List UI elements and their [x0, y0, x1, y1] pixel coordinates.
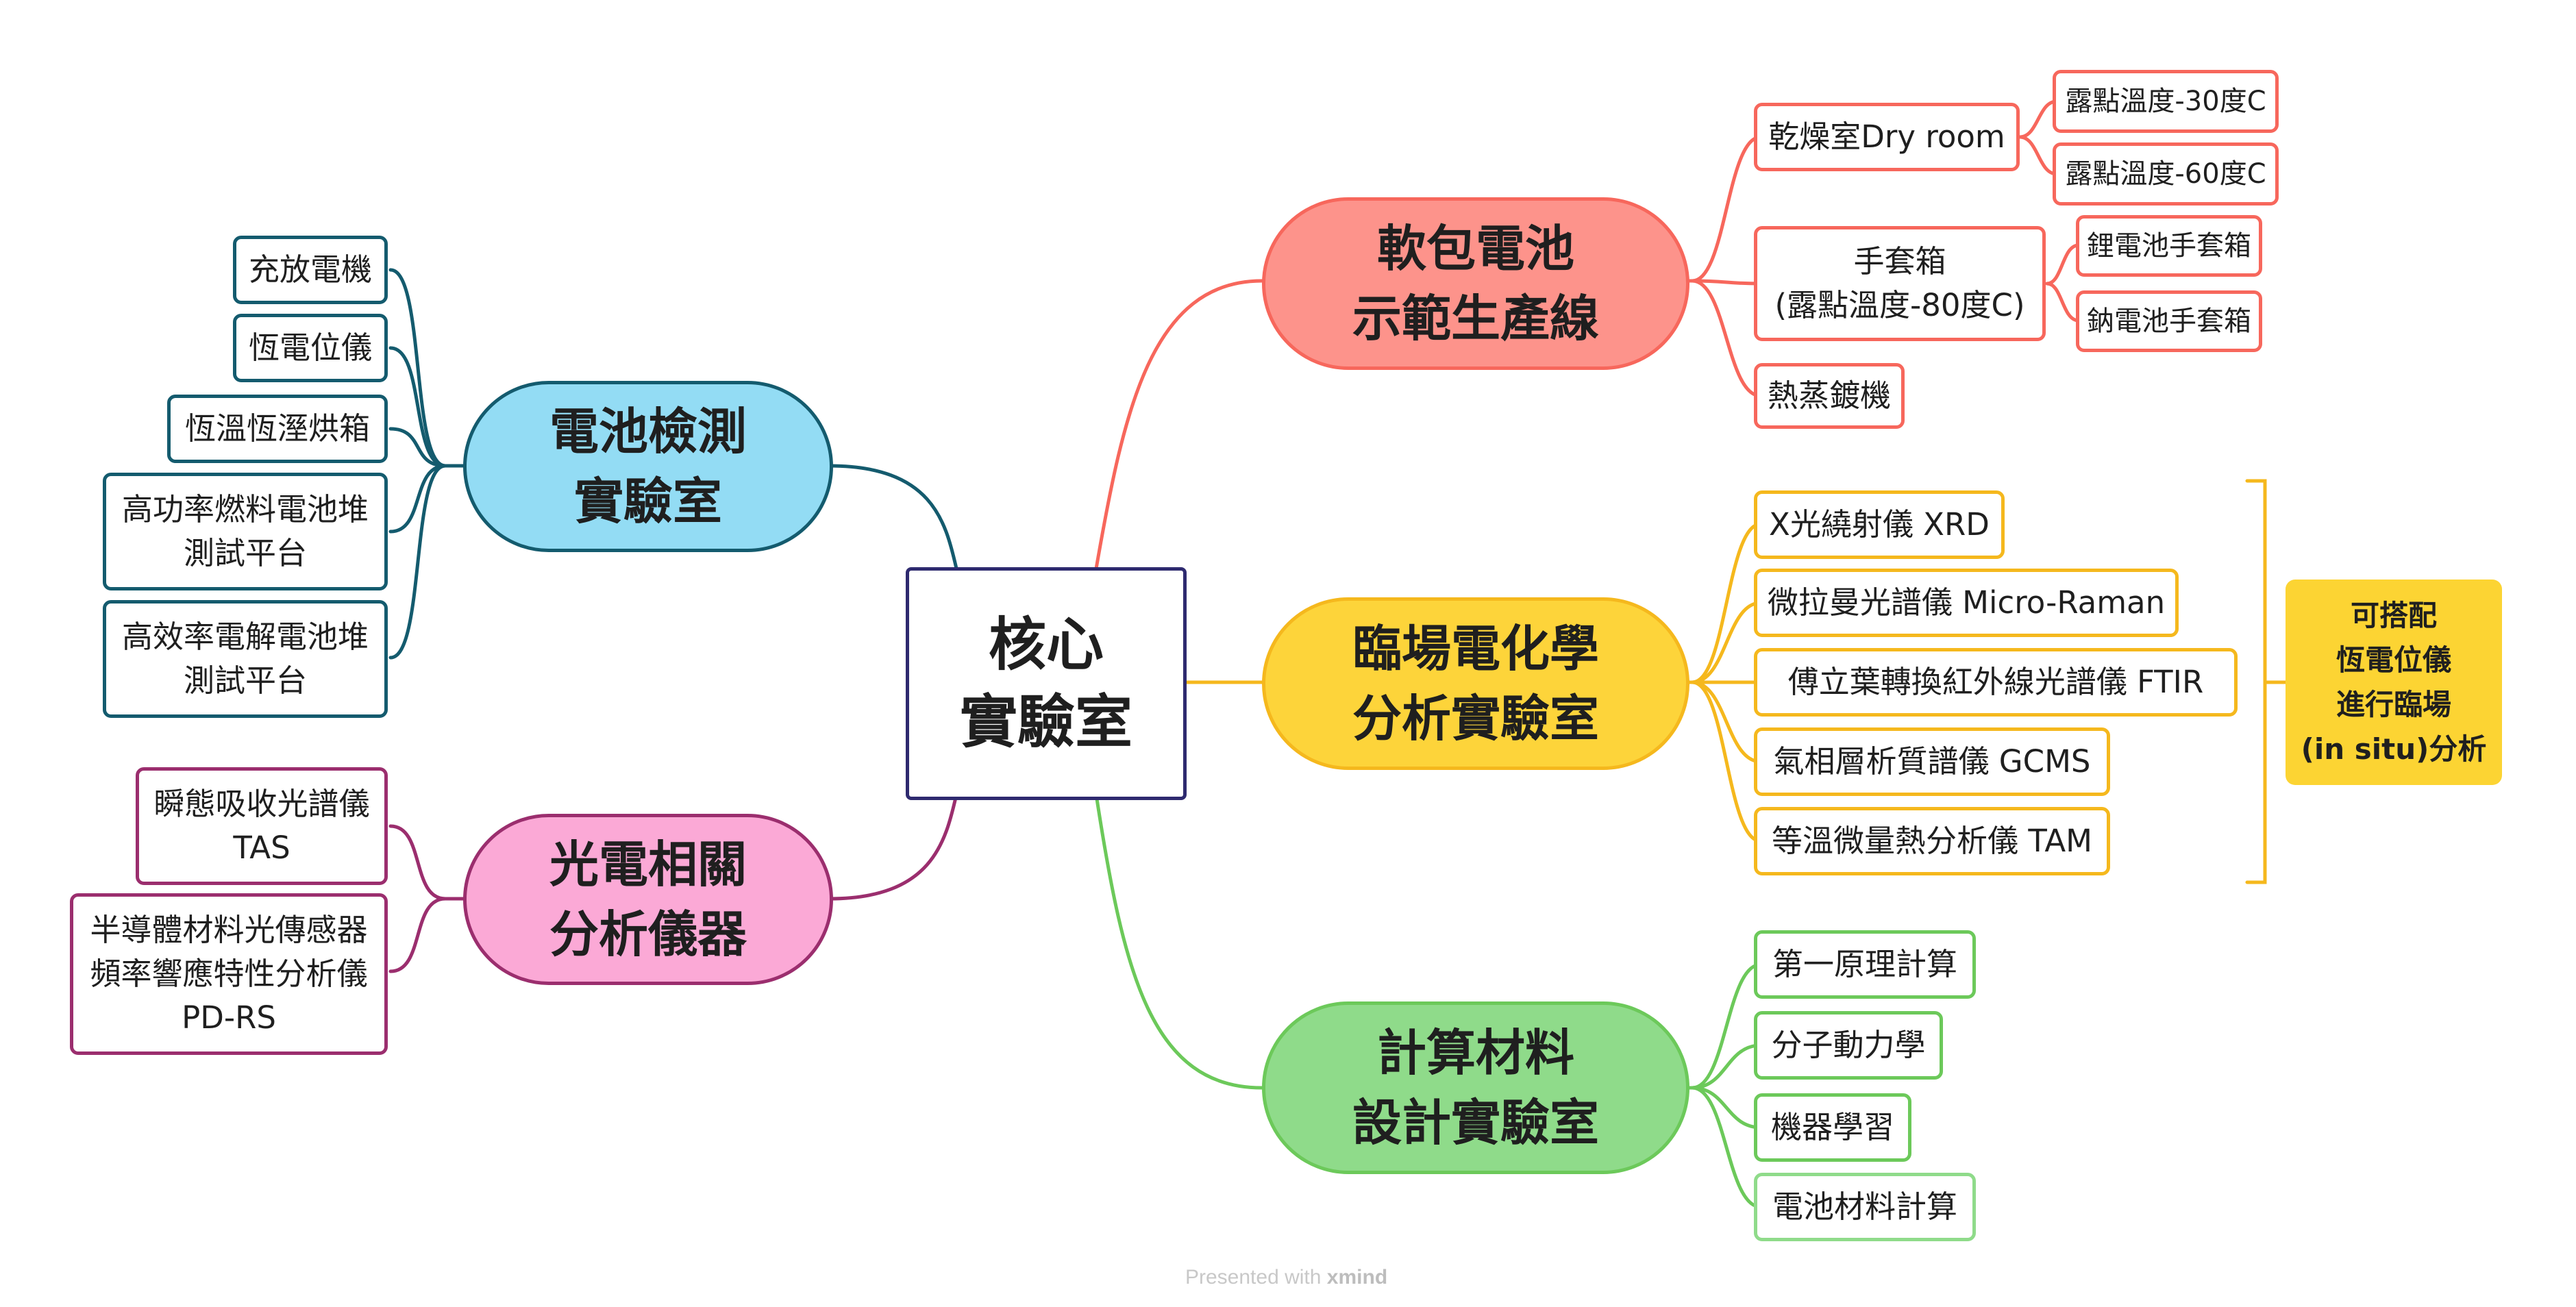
- leaf-gcms[interactable]: 氣相層析質譜儀 GCMS: [1754, 727, 2110, 796]
- leaf-raman[interactable]: 微拉曼光譜儀 Micro-Raman: [1754, 569, 2179, 637]
- leaf-tam[interactable]: 等溫微量熱分析儀 TAM: [1754, 807, 2110, 875]
- link-root-soft-pack: [1094, 279, 1264, 571]
- link-root-computation: [1094, 793, 1264, 1090]
- link-root-battery-test: [827, 464, 958, 571]
- xmind-watermark: Presented with xmind: [1185, 1266, 1387, 1289]
- leaf-fuel-cell-platform[interactable]: 高功率燃料電池堆 測試平台: [103, 473, 388, 590]
- leaf-xrd[interactable]: X光繞射儀 XRD: [1754, 490, 2005, 559]
- leaf-humidity-oven[interactable]: 恆溫恆溼烘箱: [167, 395, 388, 463]
- leaf-machine-learning[interactable]: 機器學習: [1754, 1093, 1911, 1162]
- leaf-potentiostat[interactable]: 恆電位儀: [233, 314, 388, 382]
- leaf-dew-30[interactable]: 露點溫度-30度C: [2053, 70, 2279, 133]
- leaf-tas[interactable]: 瞬態吸收光譜儀 TAS: [136, 767, 388, 885]
- watermark-text: Presented with: [1185, 1266, 1322, 1289]
- in-situ-note[interactable]: 可搭配 恆電位儀 進行臨場 (in situ)分析: [2286, 580, 2502, 785]
- leaf-battery-material-calc[interactable]: 電池材料計算: [1754, 1173, 1976, 1241]
- branch-battery-test-lab[interactable]: 電池檢測 實驗室: [463, 381, 833, 552]
- leaf-thermal-evaporator[interactable]: 熱蒸鍍機: [1754, 363, 1905, 429]
- leaf-pd-rs[interactable]: 半導體材料光傳感器 頻率響應特性分析儀 PD-RS: [70, 893, 388, 1055]
- link-root-photo: [827, 793, 958, 901]
- branch-computation-lab[interactable]: 計算材料 設計實驗室: [1262, 1001, 1689, 1174]
- leaf-glove-box[interactable]: 手套箱 (露點溫度-80度C): [1754, 226, 2046, 341]
- leaf-ftir[interactable]: 傅立葉轉換紅外線光譜儀 FTIR: [1754, 648, 2238, 717]
- leaf-electrolyzer-platform[interactable]: 高效率電解電池堆 測試平台: [103, 600, 388, 718]
- leaf-dry-room[interactable]: 乾燥室Dry room: [1754, 103, 2020, 171]
- note-bracket: [2245, 479, 2288, 884]
- root-node[interactable]: 核心 實驗室: [906, 567, 1187, 800]
- leaf-dew-60[interactable]: 露點溫度-60度C: [2053, 142, 2279, 206]
- branch-in-situ-lab[interactable]: 臨場電化學 分析實驗室: [1262, 597, 1689, 770]
- leaf-first-principles[interactable]: 第一原理計算: [1754, 930, 1976, 999]
- watermark-brand: xmind: [1326, 1266, 1388, 1289]
- branch-photo-instruments[interactable]: 光電相關 分析儀器: [463, 814, 833, 985]
- leaf-na-glove-box[interactable]: 鈉電池手套箱: [2076, 290, 2262, 352]
- branch-soft-pack-line[interactable]: 軟包電池 示範生產線: [1262, 197, 1689, 370]
- leaf-li-glove-box[interactable]: 鋰電池手套箱: [2076, 215, 2262, 277]
- leaf-molecular-dynamics[interactable]: 分子動力學: [1754, 1011, 1943, 1080]
- leaf-cycler[interactable]: 充放電機: [233, 236, 388, 304]
